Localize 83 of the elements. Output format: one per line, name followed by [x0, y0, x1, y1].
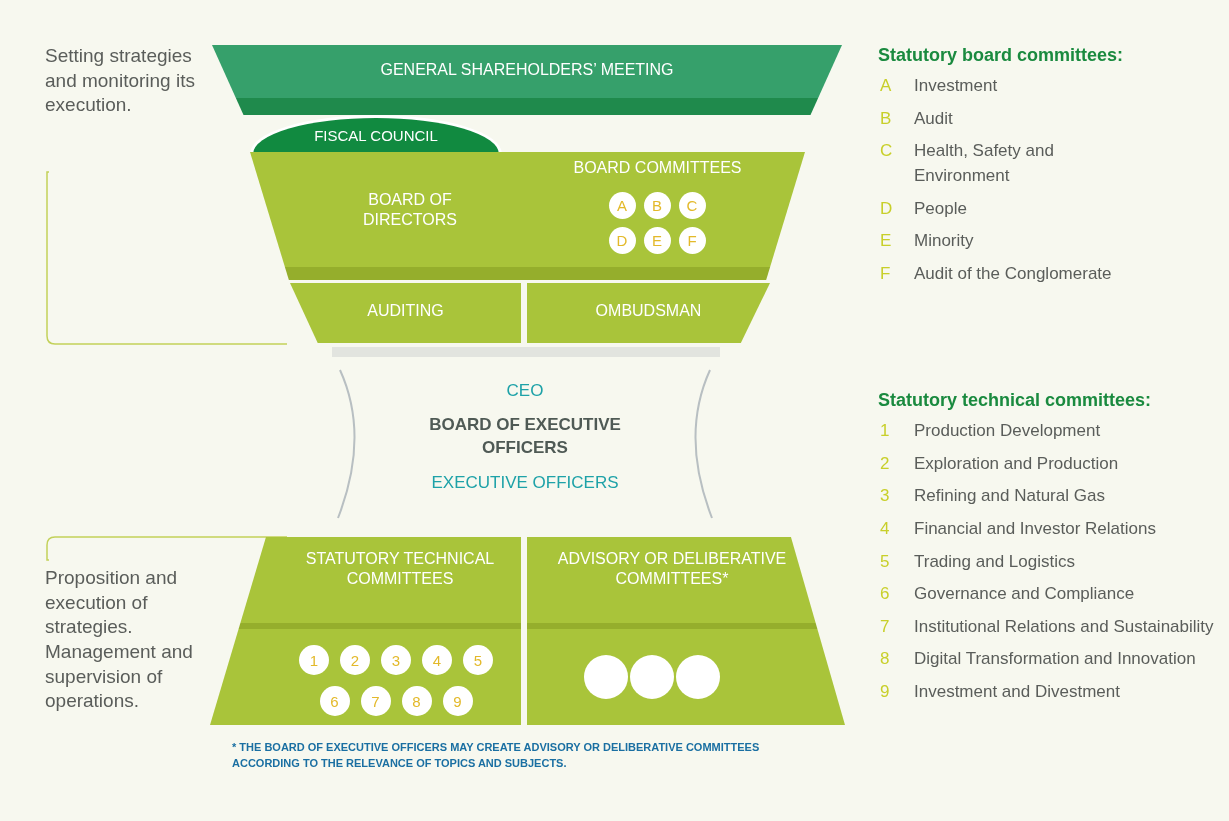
list-key: 4 — [878, 516, 914, 542]
circle-number: F — [687, 233, 697, 248]
circle-number: B — [652, 198, 662, 213]
number-circle — [299, 645, 329, 675]
number-circle — [678, 227, 706, 254]
list-item: Investment — [914, 75, 998, 97]
circle-number: 1 — [309, 652, 319, 668]
list-item: Exploration and Production — [914, 452, 1119, 475]
number-circle — [381, 645, 411, 675]
number-circle — [422, 645, 452, 675]
circle-number: D — [616, 233, 628, 248]
trapezoid-panel — [290, 283, 521, 343]
list-item: Audit of the Conglomerate — [914, 262, 1112, 285]
list-key: D — [878, 196, 914, 222]
role-label: CEO — [505, 380, 545, 402]
list-key: B — [878, 106, 914, 132]
number-circle — [442, 686, 473, 716]
list-item: Trading and Logistics — [914, 550, 1075, 573]
list-item: Investment and Divestment — [914, 681, 1120, 704]
list-item: Financial and Investor Relations — [914, 517, 1156, 540]
list-heading: Statutory technical committees: — [878, 390, 1153, 411]
number-circle — [643, 192, 671, 219]
list-key: 1 — [878, 419, 914, 444]
node-label: ADVISORY OR DELIBERATIVE COMMITTEES* — [556, 549, 788, 589]
number-circle — [340, 645, 370, 675]
node-label: OMBUDSMAN — [594, 301, 703, 321]
node-label: AUDITING — [366, 301, 445, 321]
list-key: A — [878, 74, 914, 99]
number-circle — [643, 227, 671, 254]
list-item: People — [914, 197, 967, 220]
trapezoid-panel — [527, 537, 845, 725]
number-circle — [319, 686, 350, 716]
circle-number: 5 — [473, 652, 483, 668]
circle-number: 6 — [330, 693, 339, 709]
list-item: Refining and Natural Gas — [914, 485, 1105, 508]
node-label: FISCAL COUNCIL — [313, 127, 439, 146]
node-label: GENERAL SHAREHOLDERS’ MEETING — [379, 60, 675, 80]
list-item: Institutional Relations and Sustainability — [914, 615, 1214, 638]
trapezoid-panel — [210, 537, 521, 725]
list-key: 2 — [878, 451, 914, 477]
number-circle — [401, 686, 432, 716]
circle-shape — [630, 655, 674, 699]
circle-number: 2 — [350, 652, 360, 668]
list-key: 3 — [878, 484, 914, 509]
number-circle — [360, 686, 391, 716]
role-label: EXECUTIVE OFFICERS — [430, 472, 620, 494]
list-heading: Statutory board committees: — [878, 45, 1125, 66]
number-circle — [608, 227, 636, 254]
side-note: Setting strategies and monitoring its execution. — [45, 44, 196, 118]
circle-number: 7 — [371, 693, 380, 709]
list-item: Health, Safety and Environment — [914, 140, 1055, 187]
circle-number: A — [617, 198, 627, 213]
list-item: Governance and Compliance — [914, 583, 1135, 606]
circle-number: E — [652, 233, 662, 248]
circle-number: 9 — [453, 693, 462, 709]
node-label: BOARD OF DIRECTORS — [362, 190, 458, 230]
node-title: BOARD OF EXECUTIVE OFFICERS — [428, 414, 622, 459]
footnote: * THE BOARD OF EXECUTIVE OFFICERS MAY CREATE ADVISORY OR DELIBERATIVE COMMITTEES ACCORDING TO THE RELEVANCE OF TOPICS AND SUBJECTS. — [232, 740, 761, 771]
trapezoid-panel — [527, 283, 770, 343]
list-item: Digital Transformation and Innovation — [914, 648, 1196, 671]
circle-shape — [676, 655, 720, 699]
list-key: 8 — [878, 647, 914, 673]
list-key: 7 — [878, 614, 914, 640]
side-note: Proposition and execution of strategies. Management and supervision of operations. — [45, 566, 194, 714]
circle-number: 8 — [412, 693, 421, 709]
list-item: Audit — [914, 107, 953, 130]
list-key: 9 — [878, 680, 914, 705]
list-key: C — [878, 139, 914, 189]
list-item: Minority — [914, 230, 974, 253]
circle-number: C — [686, 198, 698, 213]
list-key: 6 — [878, 582, 914, 607]
circle-shape — [584, 655, 628, 699]
list-key: F — [878, 261, 914, 287]
list-key: 5 — [878, 549, 914, 575]
node-label: STATUTORY TECHNICAL COMMITTEES — [304, 549, 496, 589]
list-item: Production Development — [914, 420, 1101, 442]
circle-number: 4 — [432, 652, 442, 668]
circle-number: 3 — [391, 652, 401, 668]
number-circle — [608, 192, 636, 219]
number-circle — [678, 192, 706, 219]
node-label: BOARD COMMITTEES — [572, 158, 743, 178]
list-key: E — [878, 229, 914, 254]
number-circle — [463, 645, 493, 675]
